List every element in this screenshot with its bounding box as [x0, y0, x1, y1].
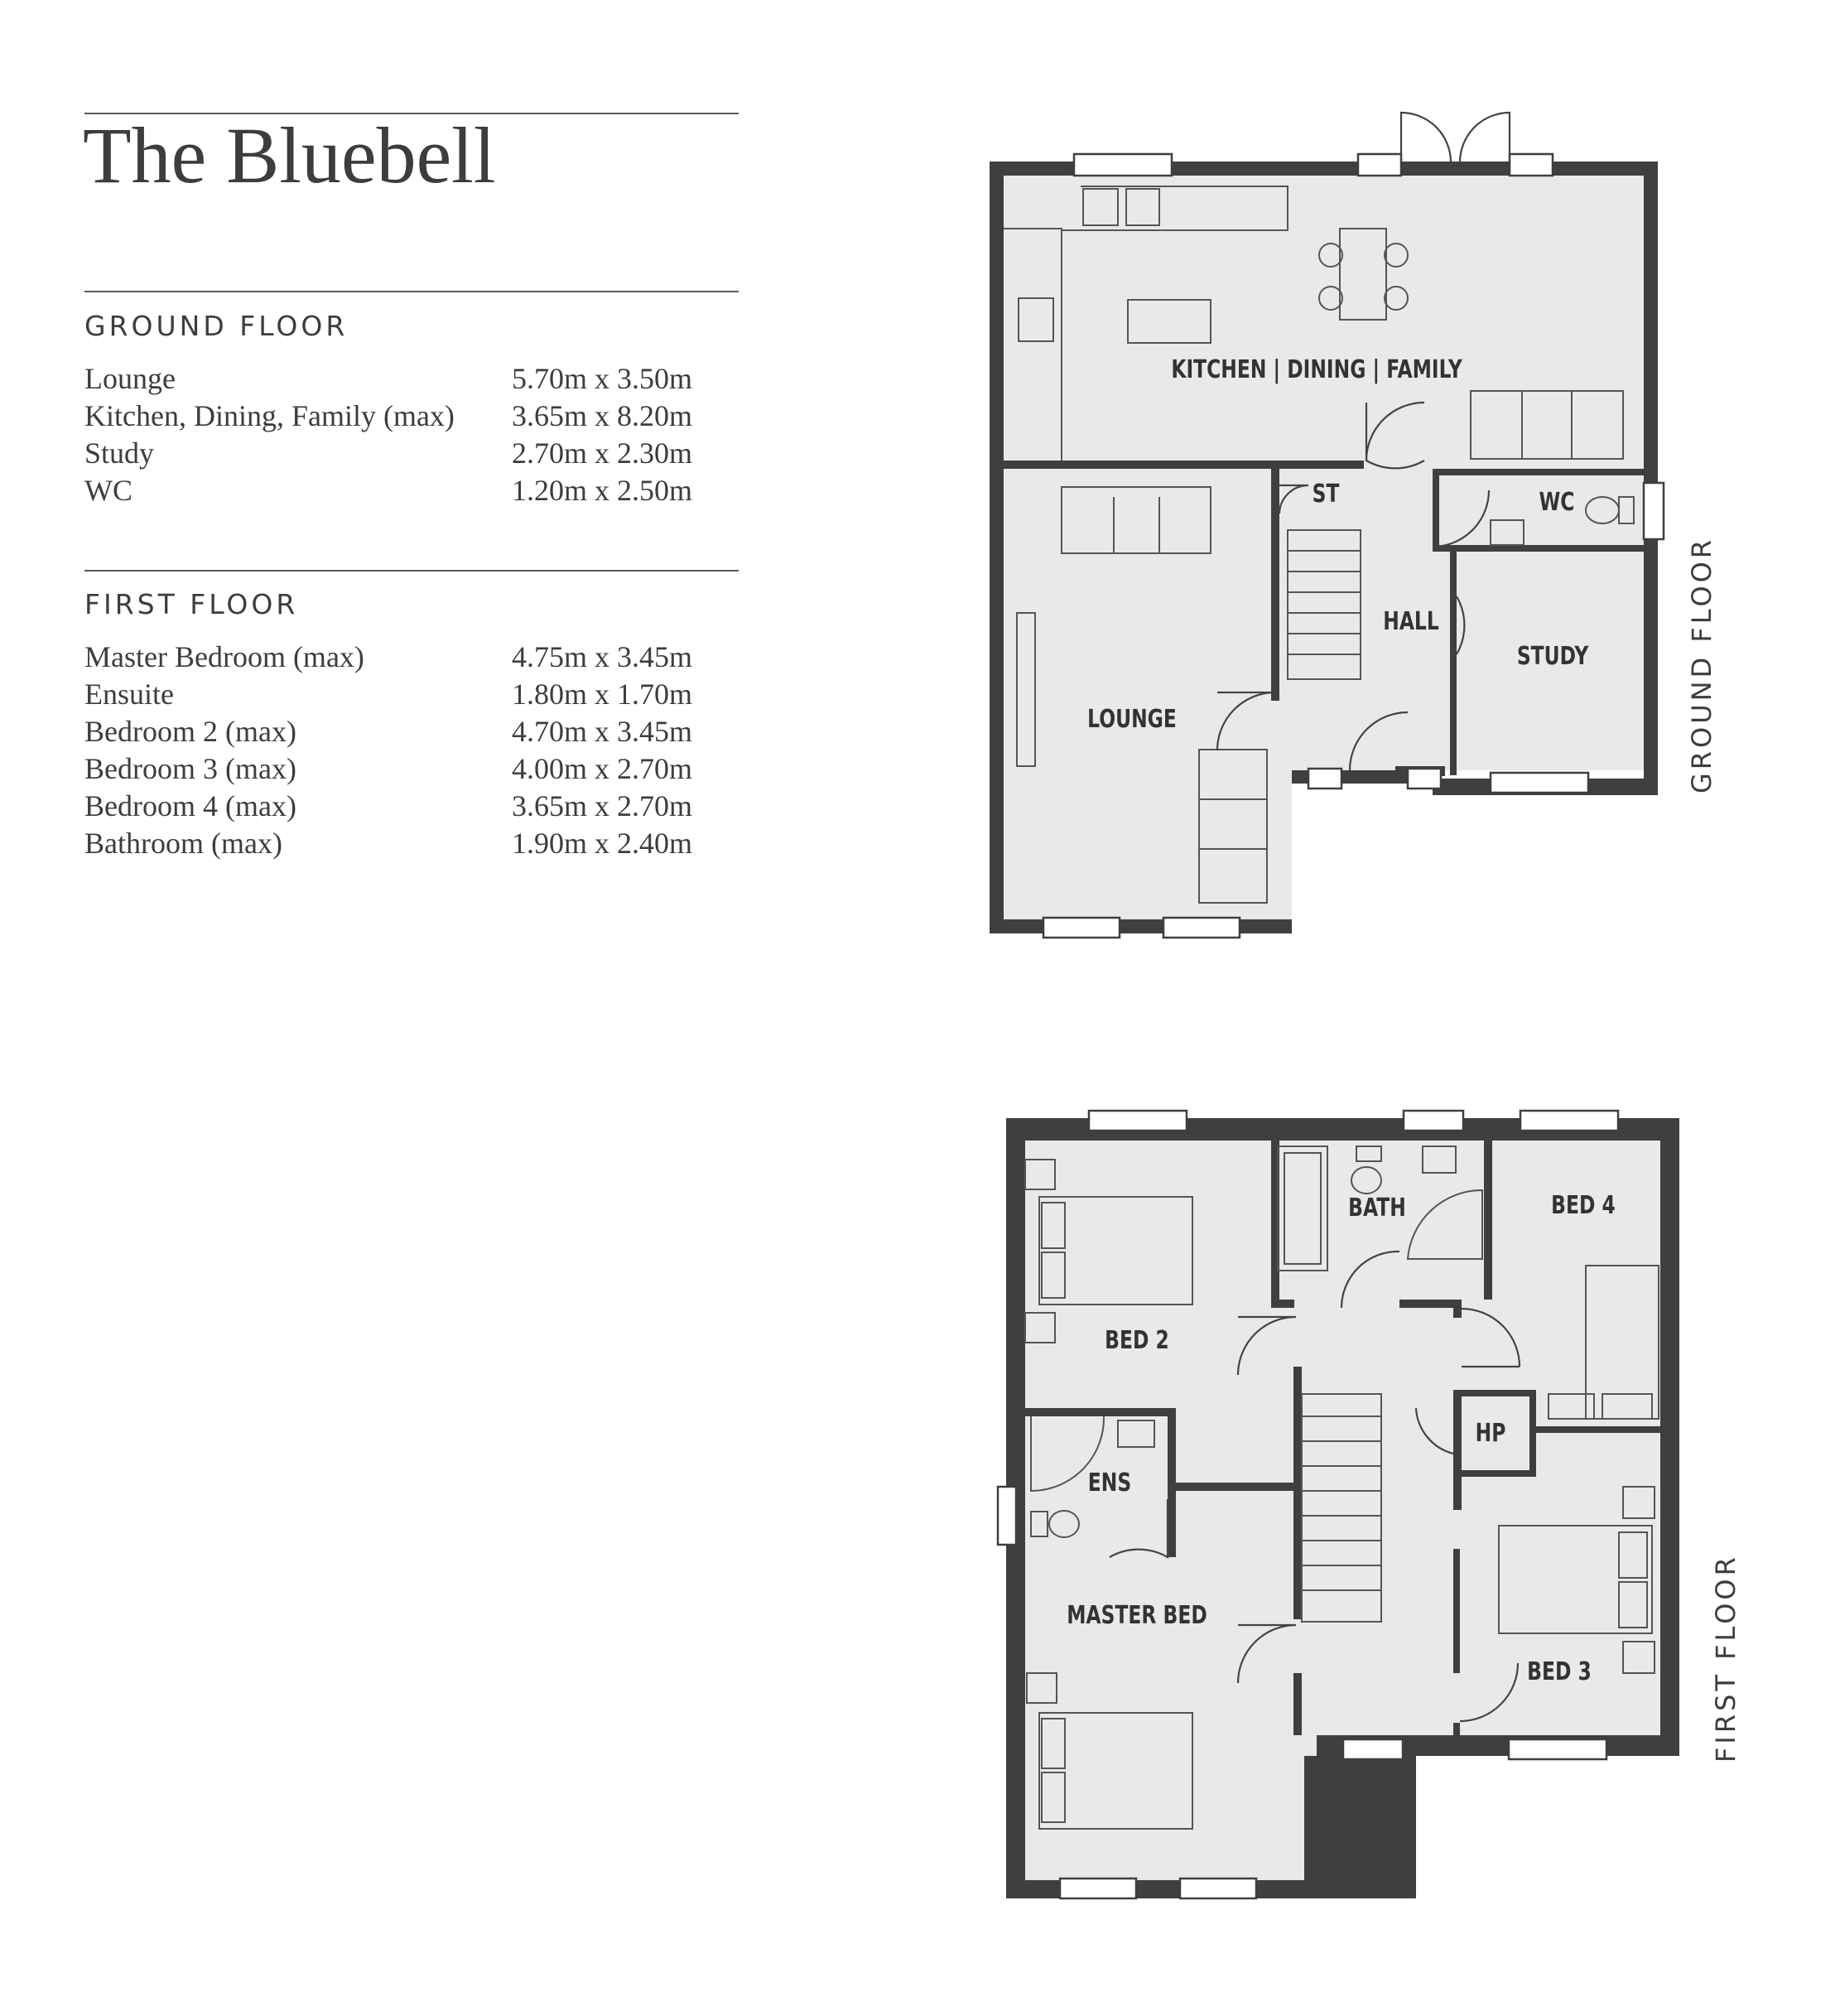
room-name: Master Bedroom (max)	[84, 640, 364, 673]
first-door-swings	[1109, 1250, 1521, 1723]
window	[1042, 916, 1121, 939]
title-rule-top	[84, 113, 739, 114]
room-dimensions: 3.65m x 2.70m	[512, 789, 693, 822]
room-dimensions: 4.70m x 3.45m	[512, 715, 693, 748]
room-row: Bathroom (max) 1.90m x 2.40m	[84, 826, 714, 863]
first-floor-plan: BATH BED 4 BED 2 HP ENS MASTER BED BED 3	[996, 1109, 1679, 1900]
room-dimensions: 1.20m x 2.50m	[512, 474, 693, 507]
kitchen-units	[1004, 186, 1288, 461]
window	[1356, 152, 1403, 177]
ground-floor-fill	[1004, 176, 1644, 919]
first-floor-heading: FIRST FLOOR	[84, 588, 299, 620]
master-bed	[1026, 1672, 1193, 1830]
lounge-label: LOUNGE	[1087, 705, 1177, 734]
window	[1642, 481, 1665, 541]
st-label: ST	[1313, 480, 1340, 509]
section-rule-ground	[84, 291, 739, 292]
ens-label: ENS	[1088, 1469, 1131, 1498]
room-row: Bedroom 3 (max) 4.00m x 2.70m	[84, 751, 714, 789]
staircase-first	[1301, 1393, 1382, 1623]
ground-floor-room-list: Lounge 5.70m x 3.50m Kitchen, Dining, Fam…	[84, 361, 714, 510]
hall-label: HALL	[1383, 607, 1438, 636]
dining-table	[1318, 228, 1409, 321]
window	[1402, 1109, 1465, 1132]
study-label: STUDY	[1517, 642, 1589, 671]
window	[1162, 916, 1241, 939]
window	[1058, 1877, 1138, 1900]
ground-windows	[1042, 152, 1665, 939]
tv-unit	[1016, 612, 1036, 767]
kitchen-label: KITCHEN | DINING | FAMILY	[1171, 355, 1462, 384]
room-row: Study 2.70m x 2.30m	[84, 436, 714, 473]
room-row: Bedroom 2 (max) 4.70m x 3.45m	[84, 714, 714, 751]
room-dimensions: 1.90m x 2.40m	[512, 827, 693, 860]
room-dimensions: 3.65m x 8.20m	[512, 399, 693, 432]
window	[1519, 1109, 1620, 1132]
window	[1307, 767, 1343, 790]
room-row: Lounge 5.70m x 3.50m	[84, 361, 714, 398]
window	[1406, 767, 1443, 790]
room-row: WC 1.20m x 2.50m	[84, 473, 714, 510]
room-row: Kitchen, Dining, Family (max) 3.65m x 8.2…	[84, 398, 714, 436]
room-row: Master Bedroom (max) 4.75m x 3.45m	[84, 639, 714, 677]
room-name: Ensuite	[84, 678, 174, 711]
bed3-label: BED 3	[1527, 1657, 1592, 1686]
ground-floor-heading: GROUND FLOOR	[84, 310, 349, 342]
window	[1341, 1738, 1404, 1761]
section-rule-first	[84, 570, 739, 572]
room-name: Study	[84, 436, 155, 470]
staircase	[1287, 529, 1361, 680]
first-interior-walls	[1025, 1141, 1660, 1735]
ground-floor-plan: KITCHEN | DINING | FAMILY ST WC HALL STU…	[990, 111, 1665, 939]
hp-label: HP	[1476, 1419, 1506, 1448]
window	[1508, 152, 1554, 177]
master-bed-label: MASTER BED	[1067, 1601, 1207, 1630]
room-name: Bedroom 4 (max)	[84, 789, 296, 822]
room-name: Kitchen, Dining, Family (max)	[84, 399, 455, 432]
ground-door-swings	[1216, 401, 1491, 771]
window	[1507, 1738, 1608, 1761]
bath-label: BATH	[1348, 1194, 1406, 1223]
window	[1072, 152, 1173, 177]
wc-fittings	[1490, 496, 1635, 546]
bathroom-fittings	[1277, 1145, 1483, 1271]
room-dimensions: 2.70m x 2.30m	[512, 436, 693, 470]
bed-3	[1498, 1486, 1655, 1674]
ground-floor-plan-label: GROUND FLOOR	[1686, 536, 1717, 793]
first-floor-plan-label: FIRST FLOOR	[1710, 1554, 1741, 1763]
room-dimensions: 4.75m x 3.45m	[512, 640, 693, 673]
bed4-label: BED 4	[1551, 1191, 1616, 1220]
french-doors	[1399, 111, 1511, 162]
window	[1087, 1109, 1188, 1132]
bed-2	[1024, 1159, 1193, 1343]
ensuite-fittings	[1030, 1416, 1155, 1538]
room-name: Bedroom 3 (max)	[84, 752, 296, 785]
room-dimensions: 4.00m x 2.70m	[512, 752, 693, 785]
lounge-sofa	[1061, 486, 1211, 554]
room-name: Bathroom (max)	[84, 827, 282, 860]
room-name: Lounge	[84, 362, 176, 395]
window	[1489, 771, 1590, 794]
kitchen-sofa	[1470, 390, 1624, 460]
bed-4	[1548, 1265, 1659, 1420]
window	[996, 1485, 1018, 1546]
room-name: Bedroom 2 (max)	[84, 715, 296, 748]
wc-label: WC	[1539, 488, 1575, 517]
lounge-sofa-side	[1198, 749, 1268, 904]
page-title: The Bluebell	[83, 111, 496, 200]
bed2-label: BED 2	[1105, 1326, 1169, 1355]
room-dimensions: 5.70m x 3.50m	[512, 362, 693, 395]
first-floor-room-list: Master Bedroom (max) 4.75m x 3.45m Ensuit…	[84, 639, 714, 863]
window	[1178, 1877, 1258, 1900]
room-dimensions: 1.80m x 1.70m	[512, 678, 693, 711]
room-row: Ensuite 1.80m x 1.70m	[84, 677, 714, 714]
room-row: Bedroom 4 (max) 3.65m x 2.70m	[84, 789, 714, 826]
room-name: WC	[84, 474, 132, 507]
first-windows	[996, 1109, 1620, 1900]
